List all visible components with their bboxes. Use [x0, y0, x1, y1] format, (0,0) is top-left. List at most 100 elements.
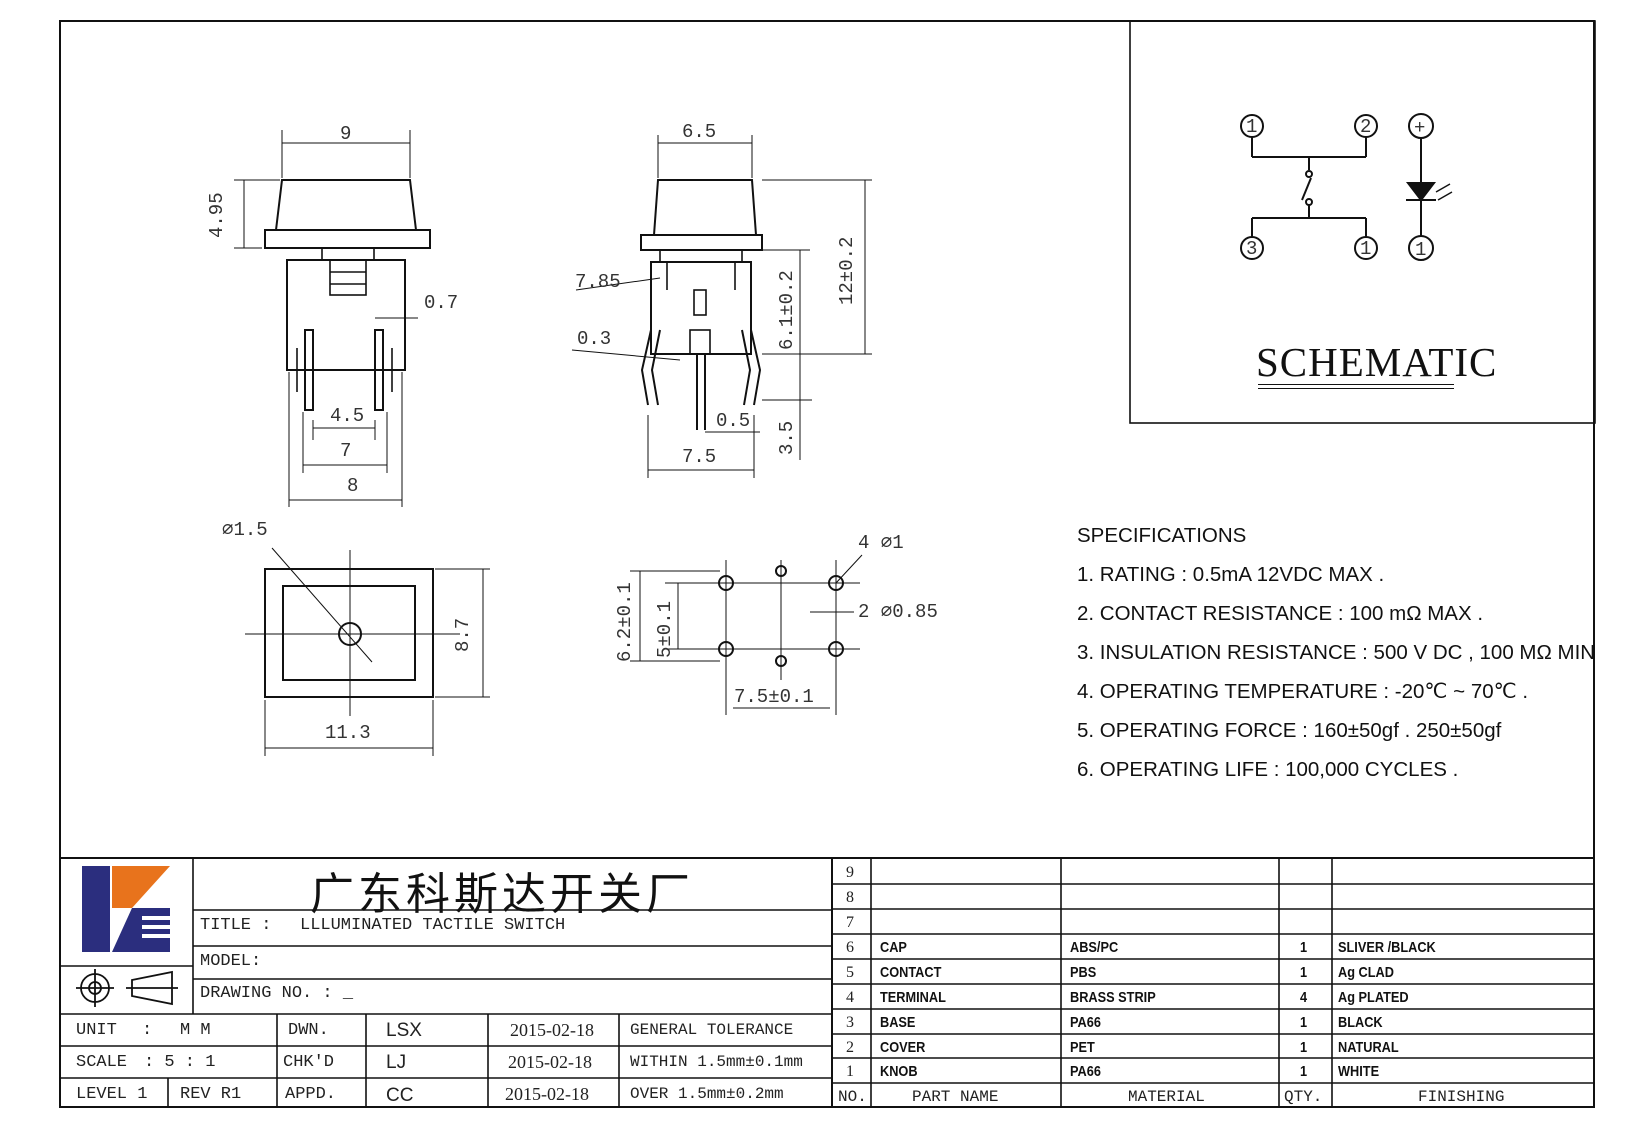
scale-label: SCALE	[76, 1053, 128, 1072]
bom-cell-qty: 1	[1300, 1039, 1308, 1056]
model-label: MODEL:	[200, 952, 262, 971]
dim-side-step-height: 7.85	[575, 271, 621, 293]
schematic-led-plus: +	[1414, 117, 1425, 139]
bom-header-material: MATERIAL	[1128, 1088, 1205, 1106]
bom-cell-no: 9	[846, 864, 854, 881]
dim-bottom-width: 11.3	[325, 722, 371, 744]
bom-cell-no: 6	[846, 939, 854, 956]
company-name: 广东科斯达开关厂	[310, 869, 694, 920]
bom-cell-part: TERMINAL	[880, 989, 946, 1006]
dim-side-pin-length: 3.5	[776, 421, 798, 455]
bom-cell-part: KNOB	[880, 1063, 918, 1080]
spec-item: 5. OPERATING FORCE : 160±50gf . 250±50gf	[1077, 719, 1502, 742]
dim-side-width-top: 6.5	[682, 121, 716, 143]
bom-cell-qty: 1	[1300, 964, 1308, 981]
spec-item: 1. RATING : 0.5mA 12VDC MAX .	[1077, 563, 1385, 586]
bom-cell-material: PA66	[1070, 1014, 1101, 1031]
bom-cell-part: COVER	[880, 1039, 926, 1056]
dim-bottom-height: 8.7	[452, 618, 474, 652]
projection-symbol-icon	[76, 969, 178, 1007]
dim-front-base-width: 8	[347, 475, 358, 497]
unit-label: UNIT	[76, 1021, 117, 1040]
dim-front-pin-thickness: 0.7	[424, 292, 458, 314]
scale-value: : 5 : 1	[144, 1053, 216, 1072]
dwn-date: 2015-02-18	[510, 1020, 594, 1040]
bom-cell-material: ABS/PC	[1070, 939, 1119, 956]
dim-front-cap-height: 4.95	[206, 192, 228, 238]
dim-footprint-pitch: 7.5±0.1	[734, 686, 814, 708]
title-value: LLLUMINATED TACTILE SWITCH	[300, 916, 566, 935]
tolerance-over: OVER 1.5mm±0.2mm	[630, 1085, 784, 1103]
bom-cell-no: 8	[846, 889, 854, 906]
unit-value: M M	[180, 1021, 211, 1040]
bottom-view	[245, 547, 490, 756]
bom-cell-part: CONTACT	[880, 964, 942, 981]
dim-footprint-outer-row: 6.2±0.1	[614, 582, 636, 662]
bom-header-qty: QTY.	[1284, 1088, 1323, 1106]
bom-cell-material: PET	[1070, 1039, 1095, 1056]
dim-side-pin-width: 0.3	[577, 328, 611, 350]
bom-cell-material: PBS	[1070, 964, 1097, 981]
dim-footprint-holes-4: 4 ⌀1	[858, 532, 904, 554]
bom-cell-qty: 1	[1300, 1063, 1308, 1080]
bom-header-no: NO.	[838, 1088, 867, 1106]
bom-cell-no: 1	[846, 1063, 854, 1080]
schematic-box	[1129, 20, 1596, 424]
schematic-pin-3: 3	[1246, 238, 1257, 260]
bom-cell-finish: NATURAL	[1338, 1039, 1399, 1056]
spec-item: 4. OPERATING TEMPERATURE : -20℃ ~ 70℃ .	[1077, 680, 1529, 703]
bom-cell-no: 3	[846, 1014, 854, 1031]
schematic-led-minus: 1	[1415, 239, 1426, 261]
bom-cell-no: 4	[846, 989, 854, 1006]
bom-cell-material: BRASS STRIP	[1070, 989, 1156, 1006]
schematic-pin-1: 1	[1246, 116, 1257, 138]
dim-bottom-hole: ⌀1.5	[222, 519, 268, 541]
dim-front-pin-gap: 4.5	[330, 405, 364, 427]
bom-cell-no: 5	[846, 964, 854, 981]
unit-sep: :	[142, 1021, 153, 1040]
bom-cell-finish: Ag PLATED	[1338, 989, 1409, 1006]
bom-cell-finish: Ag CLAD	[1338, 964, 1394, 981]
front-view	[234, 130, 431, 507]
schematic-pin-2: 2	[1360, 116, 1371, 138]
bom-cell-part: BASE	[880, 1014, 916, 1031]
footprint-view	[630, 554, 863, 715]
schematic-underline	[1258, 384, 1454, 385]
bom-header-finish: FINISHING	[1418, 1088, 1505, 1106]
appd-label: APPD.	[285, 1085, 337, 1104]
chk-date: 2015-02-18	[508, 1052, 592, 1072]
specifications: SPECIFICATIONS 1. RATING : 0.5mA 12VDC M…	[1077, 516, 1595, 789]
bom-cell-finish: WHITE	[1338, 1063, 1380, 1080]
appd-name: CC	[386, 1085, 414, 1106]
bom-header-part: PART NAME	[912, 1088, 999, 1106]
bom-cell-qty: 1	[1300, 939, 1308, 956]
company-logo	[82, 866, 170, 952]
dim-front-pin-span: 7	[340, 440, 351, 462]
dim-side-base-width: 7.5	[682, 446, 716, 468]
spec-item: 6. OPERATING LIFE : 100,000 CYCLES .	[1077, 758, 1459, 781]
dim-footprint-inner-row: 5±0.1	[654, 601, 676, 658]
bom-cell-material: PA66	[1070, 1063, 1101, 1080]
spec-item: 2. CONTACT RESISTANCE : 100 mΩ MAX .	[1077, 602, 1484, 625]
schematic-pin-4: 1	[1360, 238, 1371, 260]
chk-label: CHK'D	[283, 1053, 335, 1072]
schematic-underline-2	[1258, 388, 1454, 389]
bom-cell-no: 2	[846, 1039, 854, 1056]
bom-cell-part: CAP	[880, 939, 907, 956]
tolerance-heading: GENERAL TOLERANCE	[630, 1021, 794, 1039]
dwn-label: DWN.	[288, 1021, 329, 1040]
schematic-symbol	[1240, 113, 1453, 261]
dim-side-pin-tip: 0.5	[716, 410, 750, 432]
dim-front-width-top: 9	[340, 123, 351, 145]
spec-heading: SPECIFICATIONS	[1077, 524, 1247, 547]
level-label: LEVEL 1	[76, 1085, 148, 1104]
drawing-no-label: DRAWING NO. : _	[200, 984, 354, 1003]
appd-date: 2015-02-18	[505, 1084, 589, 1104]
bom-cell-no: 7	[846, 914, 854, 931]
dim-side-mid-height: 6.1±0.2	[776, 270, 798, 350]
bom-cell-qty: 4	[1300, 989, 1308, 1006]
bom-cell-finish: BLACK	[1338, 1014, 1383, 1031]
spec-item: 3. INSULATION RESISTANCE : 500 V DC , 10…	[1077, 641, 1596, 664]
